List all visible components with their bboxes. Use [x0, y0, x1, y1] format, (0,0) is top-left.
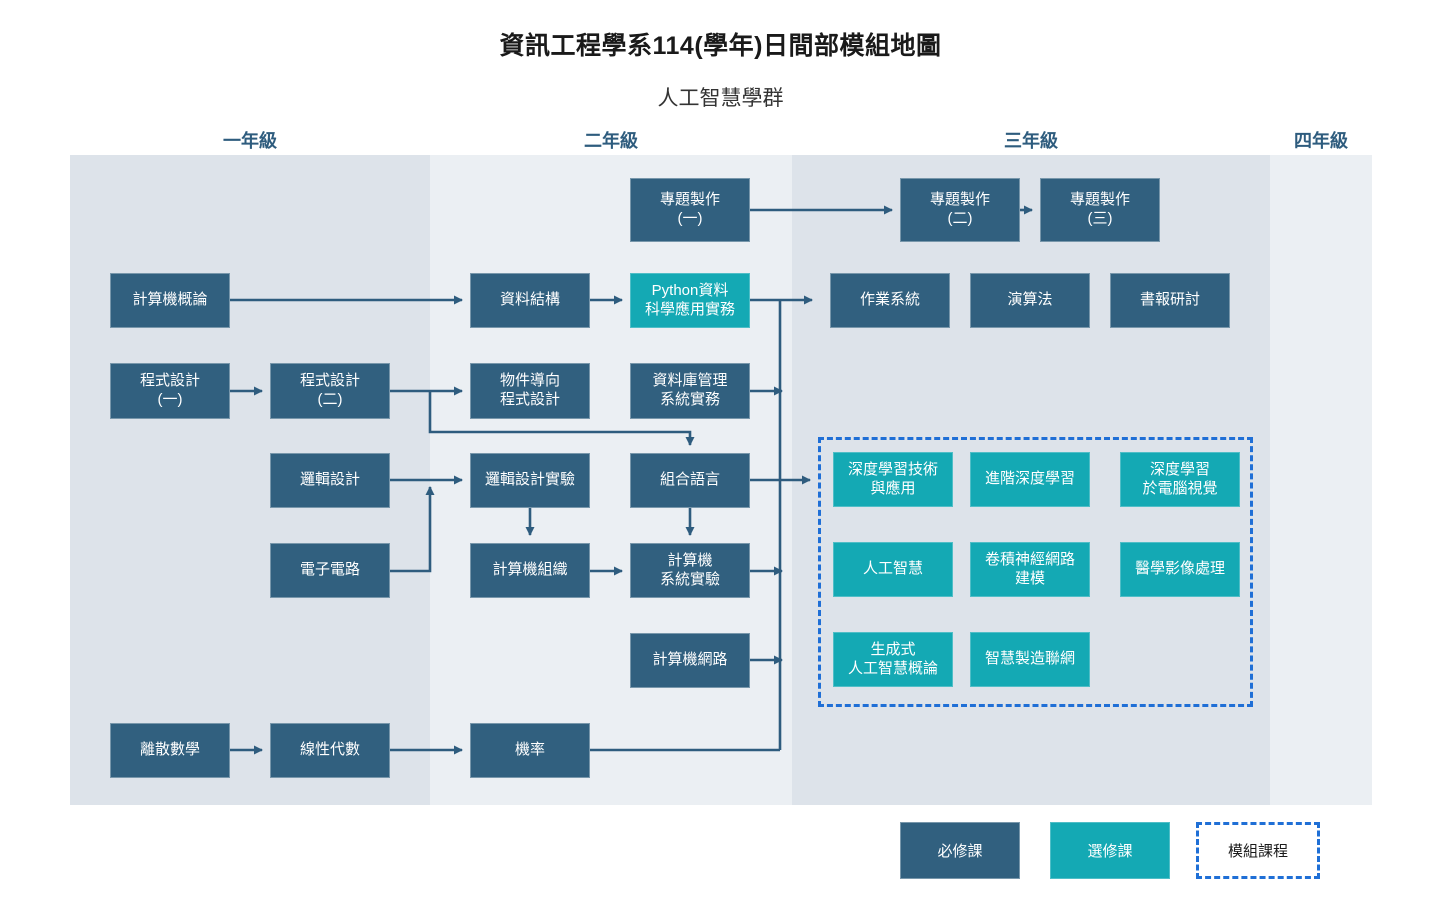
course-label: 計算機網路 [652, 651, 728, 669]
course-corg[interactable]: 計算機組織 [470, 543, 590, 598]
course-label: Python資料 科學應用實務 [644, 281, 735, 318]
course-label: 資料庫管理 系統實務 [652, 372, 728, 408]
course-label: 書報研討 [1139, 291, 1200, 309]
course-label: 深度學習技術 與應用 [847, 460, 938, 497]
course-db[interactable]: 資料庫管理 系統實務 [630, 363, 750, 419]
course-proj2[interactable]: 專題製作 (二) [900, 178, 1020, 242]
module-course-cnn[interactable]: 卷積神經網路 建模 [970, 542, 1090, 597]
page-subtitle: 人工智慧學群 [657, 87, 784, 110]
legend-label: 選修課 [1087, 843, 1133, 860]
course-prog1[interactable]: 程式設計 (一) [110, 363, 230, 419]
course-asm[interactable]: 組合語言 [630, 453, 750, 508]
course-label: 離散數學 [139, 741, 200, 759]
page-title: 資訊工程學系114(學年)日間部模組地圖 [499, 32, 942, 60]
course-label: 醫學影像處理 [1134, 560, 1225, 578]
course-label: 機率 [514, 741, 545, 759]
course-label: 邏輯設計 [299, 471, 360, 489]
course-proj1[interactable]: 專題製作 (一) [630, 178, 750, 242]
legend-label: 模組課程 [1227, 843, 1288, 860]
module-course-adv_dl[interactable]: 進階深度學習 [970, 452, 1090, 507]
course-label: 作業系統 [859, 291, 920, 309]
course-proj3[interactable]: 專題製作 (三) [1040, 178, 1160, 242]
module-course-dl_tech[interactable]: 深度學習技術 與應用 [833, 452, 953, 507]
course-label: 計算機概論 [132, 291, 208, 309]
course-label: 專題製作 (三) [1069, 191, 1130, 227]
course-linalg[interactable]: 線性代數 [270, 723, 390, 778]
course-ds[interactable]: 資料結構 [470, 273, 590, 328]
course-logiclab[interactable]: 邏輯設計實驗 [470, 453, 590, 508]
course-pyds[interactable]: Python資料 科學應用實務 [630, 273, 750, 328]
course-label: 卷積神經網路 建模 [984, 550, 1075, 587]
module-course-genai[interactable]: 生成式 人工智慧概論 [833, 632, 953, 687]
course-label: 計算機組織 [492, 561, 568, 579]
course-label: 專題製作 (二) [929, 191, 990, 227]
course-discrete[interactable]: 離散數學 [110, 723, 230, 778]
legend-module[interactable]: 模組課程 [1196, 822, 1320, 879]
course-label: 人工智慧 [862, 560, 923, 578]
course-label: 演算法 [1007, 291, 1053, 309]
year-header-1: 一年級 [223, 131, 277, 151]
course-label: 程式設計 (一) [139, 372, 200, 408]
course-label: 組合語言 [659, 471, 720, 489]
module-course-iiot[interactable]: 智慧製造聯網 [970, 632, 1090, 687]
year-header-4: 四年級 [1294, 131, 1348, 151]
course-label: 生成式 人工智慧概論 [847, 640, 938, 677]
course-os[interactable]: 作業系統 [830, 273, 950, 328]
module-course-medimg[interactable]: 醫學影像處理 [1120, 542, 1240, 597]
course-label: 電子電路 [299, 561, 360, 579]
course-label: 計算機 系統實驗 [659, 551, 720, 588]
course-label: 進階深度學習 [984, 470, 1075, 488]
legend-label: 必修課 [937, 843, 983, 860]
course-prob[interactable]: 機率 [470, 723, 590, 778]
year-header-3: 三年級 [1004, 131, 1058, 151]
course-oop[interactable]: 物件導向 程式設計 [470, 363, 590, 419]
legend-required[interactable]: 必修課 [900, 822, 1020, 879]
course-label: 物件導向 程式設計 [499, 372, 560, 408]
course-algo[interactable]: 演算法 [970, 273, 1090, 328]
course-logic[interactable]: 邏輯設計 [270, 453, 390, 508]
legend-elective[interactable]: 選修課 [1050, 822, 1170, 879]
course-network[interactable]: 計算機網路 [630, 633, 750, 688]
course-label: 智慧製造聯網 [984, 650, 1075, 668]
module-course-ai[interactable]: 人工智慧 [833, 542, 953, 597]
module-course-dl_cv[interactable]: 深度學習 於電腦視覺 [1120, 452, 1240, 507]
course-label: 專題製作 (一) [659, 191, 720, 227]
course-label: 邏輯設計實驗 [484, 471, 575, 489]
year-header-2: 二年級 [584, 131, 638, 151]
course-intro[interactable]: 計算機概論 [110, 273, 230, 328]
course-cslab[interactable]: 計算機 系統實驗 [630, 543, 750, 598]
course-label: 程式設計 (二) [299, 372, 360, 408]
course-seminar[interactable]: 書報研討 [1110, 273, 1230, 328]
course-label: 資料結構 [499, 291, 560, 309]
course-label: 線性代數 [299, 741, 360, 759]
course-label: 深度學習 於電腦視覺 [1142, 460, 1218, 497]
module-course-group [818, 437, 1253, 707]
course-prog2[interactable]: 程式設計 (二) [270, 363, 390, 419]
course-ecircuit[interactable]: 電子電路 [270, 543, 390, 598]
year-band-4 [1270, 155, 1372, 805]
